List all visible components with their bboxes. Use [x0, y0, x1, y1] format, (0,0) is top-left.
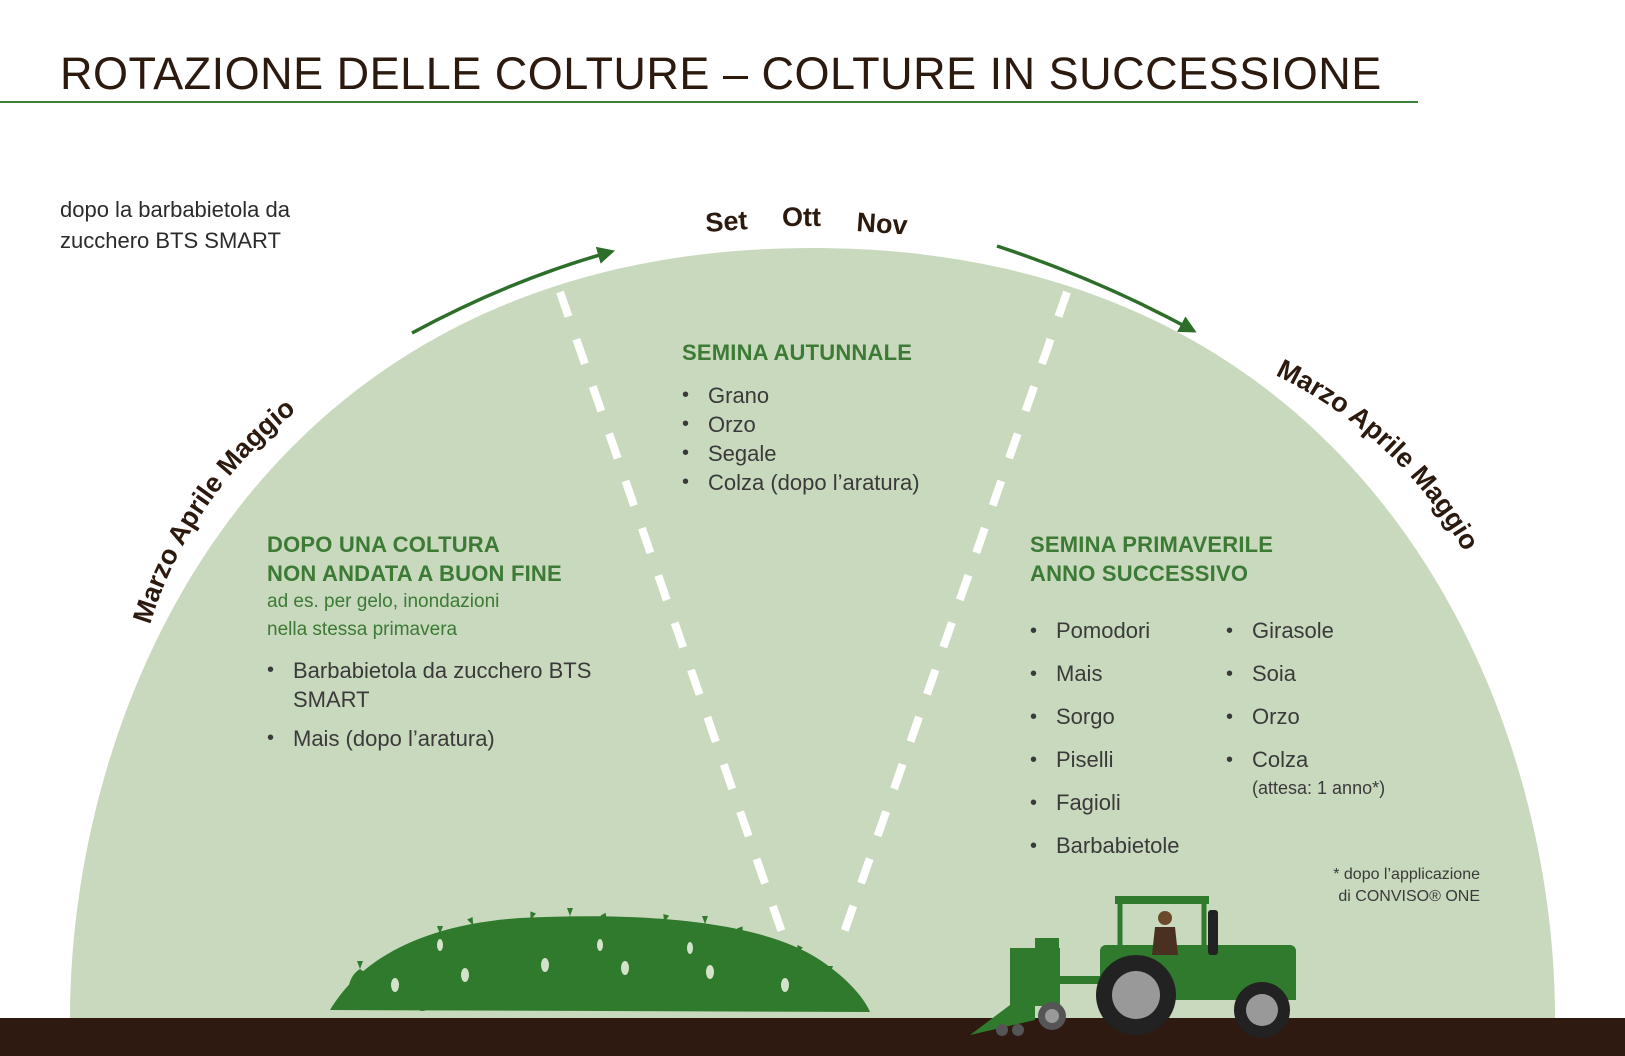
list-item: Colza (dopo l’aratura): [682, 468, 1002, 497]
spring-crop-columns: Pomodori Mais Sorgo Piselli Fagioli Barb…: [1030, 616, 1450, 874]
autumn-crop-list: Grano Orzo Segale Colza (dopo l’aratura): [682, 381, 1002, 497]
list-item: Fagioli: [1030, 788, 1226, 818]
list-item: Mais (dopo l’aratura): [267, 724, 627, 753]
section-autumn-sowing: SEMINA AUTUNNALE Grano Orzo Segale Colza…: [682, 338, 1002, 497]
colza-label: Colza: [1252, 747, 1309, 772]
colza-wait-note: (attesa: 1 anno*): [1252, 778, 1386, 798]
section-after-failed-crop: DOPO UNA COLTURA NON ANDATA A BUON FINE …: [267, 530, 627, 763]
title-underline: [0, 101, 1418, 103]
month-nov: Nov: [856, 207, 909, 240]
list-item: Orzo: [1226, 702, 1385, 732]
list-item: Pomodori: [1030, 616, 1226, 646]
sugar-beet-icon: [330, 908, 870, 1016]
list-item: Grano: [682, 381, 1002, 410]
spring-crop-list-2: Girasole Soia Orzo Colza (attesa: 1 anno…: [1226, 616, 1385, 874]
spring-crop-list-1: Pomodori Mais Sorgo Piselli Fagioli Barb…: [1030, 616, 1226, 874]
failed-heading-line2: NON ANDATA A BUON FINE: [267, 561, 562, 586]
month-set: Set: [704, 205, 748, 238]
month-ott: Ott: [782, 202, 821, 232]
failed-heading: DOPO UNA COLTURA NON ANDATA A BUON FINE: [267, 530, 627, 588]
divider-right: [836, 290, 1071, 946]
spring-heading-line1: SEMINA PRIMAVERILE: [1030, 532, 1274, 557]
list-item-colza: Colza (attesa: 1 anno*): [1226, 745, 1385, 799]
spring-heading-line2: ANNO SUCCESSIVO: [1030, 561, 1249, 586]
footnote: * dopo l’applicazione di CONVISO® ONE: [1270, 864, 1480, 908]
tractor-icon: [970, 896, 1296, 1038]
list-item: Barbabietole: [1030, 831, 1226, 861]
divider-left: [556, 290, 790, 946]
soil-strip: [0, 1018, 1625, 1056]
section-spring-sowing: SEMINA PRIMAVERILE ANNO SUCCESSIVO Pomod…: [1030, 530, 1450, 874]
list-item: Mais: [1030, 659, 1226, 689]
failed-heading-line1: DOPO UNA COLTURA: [267, 532, 500, 557]
list-item: Segale: [682, 439, 1002, 468]
footnote-line2: di CONVISO® ONE: [1338, 888, 1480, 905]
footnote-line1: * dopo l’applicazione: [1333, 866, 1480, 883]
failed-sub-line1: ad es. per gelo, inondazioni: [267, 591, 500, 612]
page-title: ROTAZIONE DELLE COLTURE – COLTURE IN SUC…: [60, 48, 1382, 99]
list-item: Barbabietola da zucchero BTS SMART: [267, 656, 593, 714]
failed-subtitle: ad es. per gelo, inondazioni nella stess…: [267, 588, 627, 644]
arrow-icon: [411, 246, 616, 335]
list-item: Soia: [1226, 659, 1385, 689]
arrow-icon: [996, 244, 1197, 333]
intro-text: dopo la barbabietola da zucchero BTS SMA…: [60, 197, 290, 253]
list-item: Girasole: [1226, 616, 1385, 646]
list-item: Orzo: [682, 410, 1002, 439]
failed-crop-list: Barbabietola da zucchero BTS SMART Mais …: [267, 656, 627, 753]
list-item: Sorgo: [1030, 702, 1226, 732]
autumn-heading: SEMINA AUTUNNALE: [682, 340, 913, 365]
spring-heading: SEMINA PRIMAVERILE ANNO SUCCESSIVO: [1030, 530, 1450, 588]
field-dome: [70, 248, 1555, 1018]
failed-sub-line2: nella stessa primavera: [267, 619, 458, 640]
list-item: Piselli: [1030, 745, 1226, 775]
